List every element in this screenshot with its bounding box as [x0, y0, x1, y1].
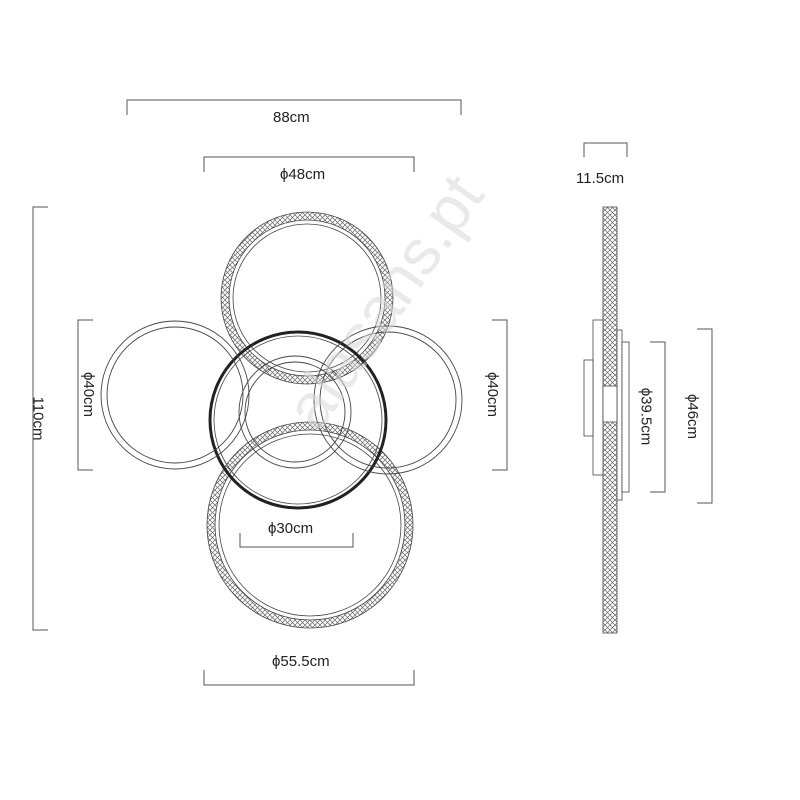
- dim-bottom-ring: [203, 670, 415, 686]
- label-right-ring: ϕ40cm: [484, 371, 502, 418]
- dim-canopy-inner: [650, 341, 666, 493]
- dim-total-width: [126, 99, 462, 115]
- label-left-ring: ϕ40cm: [80, 371, 98, 418]
- center-dark-ring: [208, 330, 388, 510]
- side-view: [583, 206, 630, 634]
- label-bottom-ring: ϕ55.5cm: [272, 653, 330, 670]
- dim-right-ring: [492, 319, 508, 471]
- dim-left-ring: [77, 319, 93, 471]
- right-ring: [313, 325, 463, 475]
- bottom-ring: [206, 421, 414, 629]
- dim-canopy-outer: [697, 328, 713, 504]
- dim-inner-ring: [239, 533, 354, 548]
- label-inner-ring: ϕ30cm: [268, 520, 314, 537]
- dim-depth: [583, 142, 628, 157]
- label-canopy-outer: ϕ46cm: [684, 393, 702, 440]
- inner-ring: [238, 355, 352, 469]
- label-total-width: 88cm: [273, 109, 310, 126]
- top-ring: [220, 211, 394, 385]
- dim-total-height: [32, 206, 48, 631]
- left-ring: [100, 320, 250, 470]
- dim-top-ring: [203, 156, 415, 172]
- label-depth: 11.5cm: [576, 170, 625, 187]
- label-total-height: 110cm: [29, 396, 47, 441]
- label-top-ring: ϕ48cm: [280, 166, 326, 183]
- label-canopy-inner: ϕ39.5cm: [637, 387, 655, 446]
